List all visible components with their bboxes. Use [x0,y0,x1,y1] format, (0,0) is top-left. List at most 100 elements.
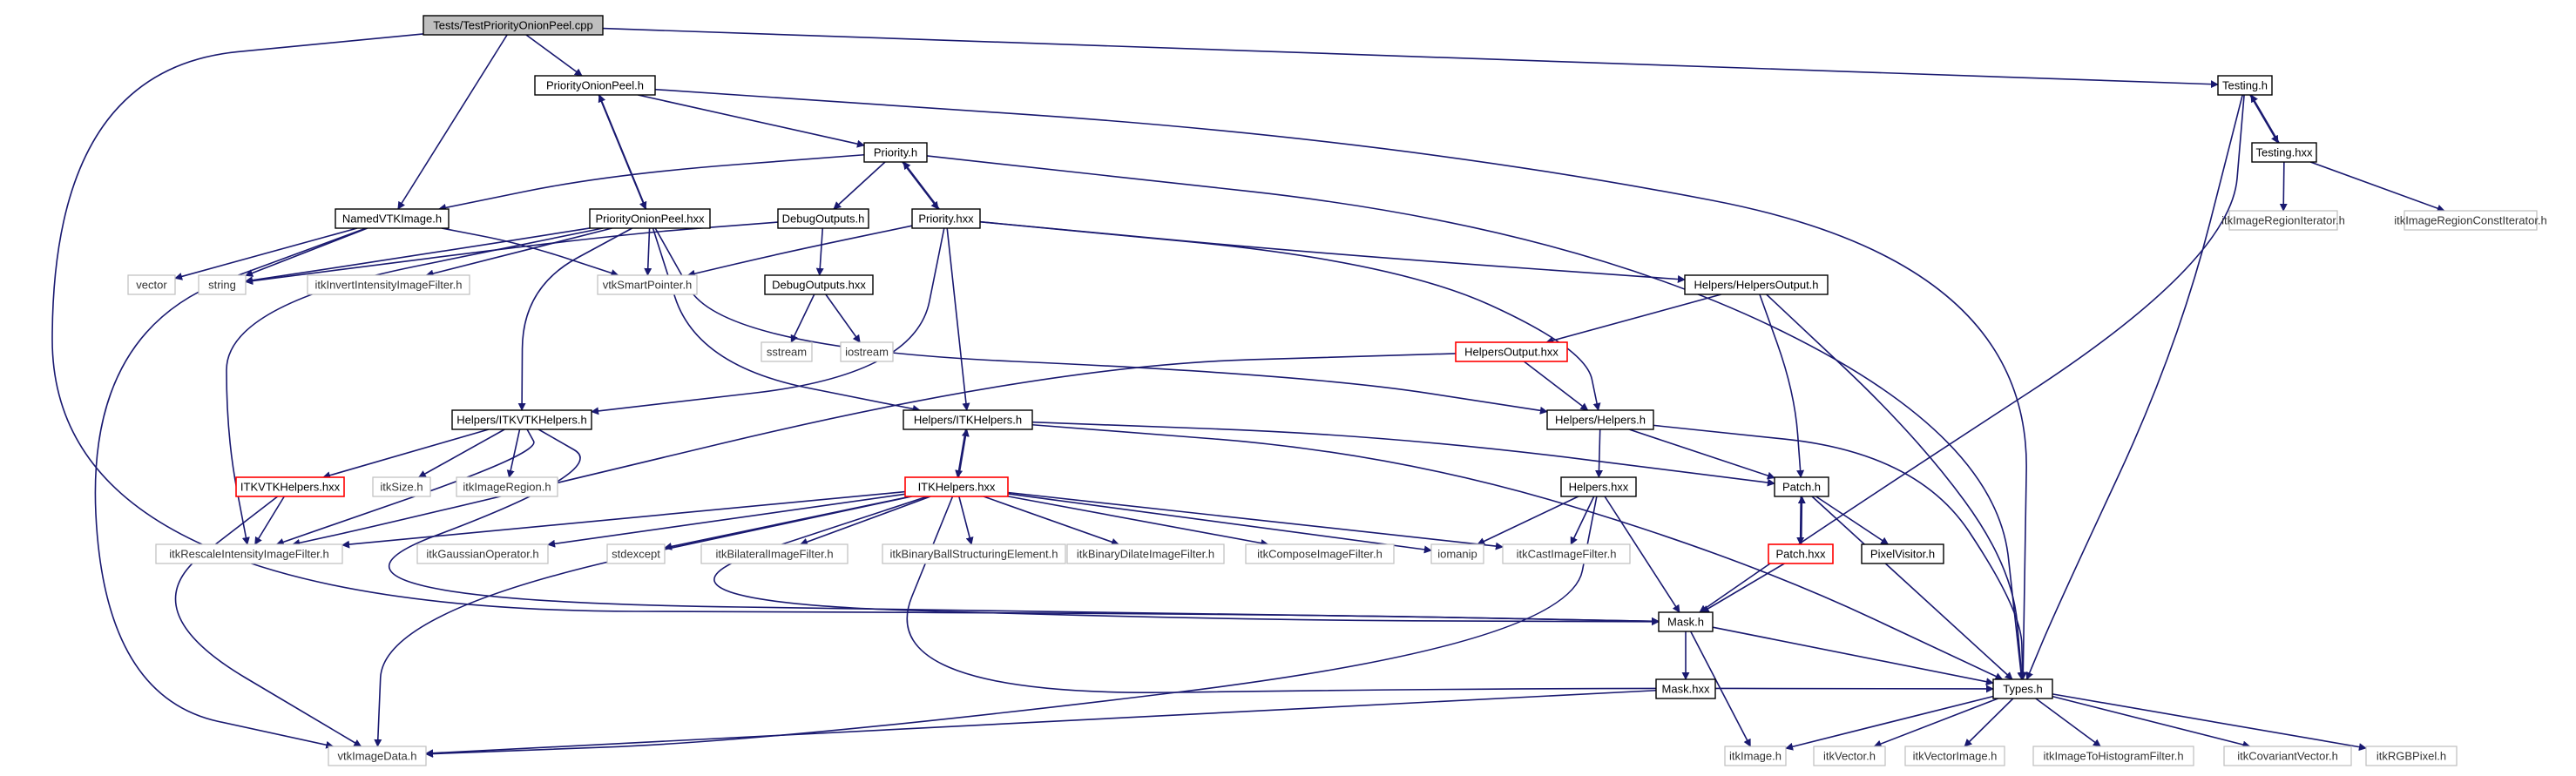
include-edge [1031,421,1775,487]
node-box [2404,210,2538,231]
file-node-mask-h[interactable]: Mask.h [1658,611,1714,632]
file-node-pop-hxx[interactable]: PriorityOnionPeel.hxx [589,208,711,229]
node-box [328,746,427,766]
file-node-itkhelpers-h[interactable]: Helpers/ITKHelpers.h [903,409,1033,430]
file-node-pixelvisitor[interactable]: PixelVisitor.h [1861,543,1944,564]
include-edge [815,227,824,276]
node-box [1658,611,1714,632]
include-edge [1796,496,1805,545]
include-edge [1545,294,1722,345]
include-edge [245,221,779,285]
include-edge [425,496,1598,759]
node-box [764,274,874,295]
file-node-bilateral: itkBilateralImageFilter.h [700,543,849,564]
file-node-pop-h[interactable]: PriorityOnionPeel.h [534,75,656,96]
file-node-helpersout-hxx[interactable]: HelpersOutput.hxx [1455,341,1568,362]
include-edge [1007,491,1504,550]
node-box [1245,543,1395,564]
node-box [1724,746,1787,766]
include-edge [322,428,490,480]
include-edge [547,493,906,548]
include-edge [2052,693,2367,752]
node-label: Types.h [2003,683,2043,696]
include-edge [525,34,583,77]
include-edge [425,689,1657,758]
node-label: Priority.hxx [918,213,974,226]
node-label: itkImageRegionIterator.h [2221,214,2345,227]
include-edge [1690,631,1751,747]
node-label: itkRescaleIntensityImageFilter.h [169,548,329,561]
file-node-itkregion: itkImageRegion.h [456,476,558,497]
file-node-itkvtk-hxx[interactable]: ITKVTKHelpers.hxx [235,476,345,497]
node-label: vtkImageData.h [337,750,416,763]
file-node-invint: itkInvertIntensityImageFilter.h [307,274,470,295]
file-node-helpers-h[interactable]: Helpers/Helpers.h [1546,409,1654,430]
node-label: Helpers/ITKVTKHelpers.h [456,414,587,427]
node-box [904,476,1009,497]
file-node-types-h[interactable]: Types.h [1992,678,2053,699]
node-label: sstream [767,346,807,359]
file-node-testing-hxx[interactable]: Testing.hxx [2251,142,2317,163]
include-edge [245,227,368,277]
include-edge [686,225,913,278]
node-box [423,15,604,36]
include-edge [825,294,861,343]
file-node-patch-hxx[interactable]: Patch.hxx [1768,543,1834,564]
file-node-helpersout-h[interactable]: Helpers/HelpersOutput.h [1684,274,1829,295]
file-node-mask-hxx[interactable]: Mask.hxx [1655,678,1716,699]
include-edge [1653,424,2027,680]
node-label: itkBinaryBallStructuringElement.h [890,548,1058,561]
file-node-helpers-hxx[interactable]: Helpers.hxx [1560,476,1637,497]
include-edge [1477,496,1579,545]
node-label: Helpers/ITKHelpers.h [914,414,1022,427]
include-edge [438,153,865,212]
node-label: Testing.hxx [2255,146,2313,159]
include-edge [1700,563,1785,613]
include-edge [1523,361,1589,411]
node-box [534,75,656,96]
node-box [1455,341,1568,362]
file-node-stdexcept: stdexcept [606,543,666,564]
node-label: ITKHelpers.hxx [918,481,996,494]
node-box [1684,274,1829,295]
include-edge [1964,698,2014,747]
include-edge [958,496,974,545]
file-node-covvec: itkCovariantVector.h [2223,746,2352,766]
file-node-priority-h[interactable]: Priority.h [863,142,928,163]
include-edge [2035,698,2101,747]
node-label: string [208,279,236,292]
include-edge [2309,161,2445,213]
include-edge [833,161,886,210]
include-edge [1699,94,2245,613]
node-label: itkInvertIntensityImageFilter.h [314,279,462,292]
node-label: Patch.hxx [1775,548,1826,561]
include-edge [275,428,535,546]
node-label: DebugOutputs.h [782,213,865,226]
file-node-testing-h[interactable]: Testing.h [2217,75,2273,96]
file-node-priority-hxx[interactable]: Priority.hxx [911,208,981,229]
node-label: itkImageToHistogramFilter.h [2043,750,2183,763]
include-edge [2249,94,2279,144]
node-box [2032,746,2194,766]
file-node-debug-hxx[interactable]: DebugOutputs.hxx [764,274,874,295]
file-node-cast: itkCastImageFilter.h [1502,543,1631,564]
file-node-patch-h[interactable]: Patch.h [1774,476,1829,497]
include-edge [174,496,362,747]
file-node-root[interactable]: Tests/TestPriorityOnionPeel.cpp [423,15,604,36]
file-node-namedvtk[interactable]: NamedVTKImage.h [335,208,450,229]
node-box [1813,746,1886,766]
file-node-debug-h[interactable]: DebugOutputs.h [777,208,869,229]
node-box [1430,543,1484,564]
file-node-itkvtk-h[interactable]: Helpers/ITKVTKHelpers.h [451,409,592,430]
include-edge [517,227,633,411]
include-edge [713,496,1660,626]
node-box [1560,476,1637,497]
include-edge [341,490,906,549]
node-label: ITKVTKHelpers.hxx [240,481,341,494]
file-node-itkhelpers-hxx[interactable]: ITKHelpers.hxx [904,476,1009,497]
include-edge [174,227,358,280]
include-edge [906,496,1994,694]
include-edge [245,227,591,285]
node-box [2228,210,2338,231]
